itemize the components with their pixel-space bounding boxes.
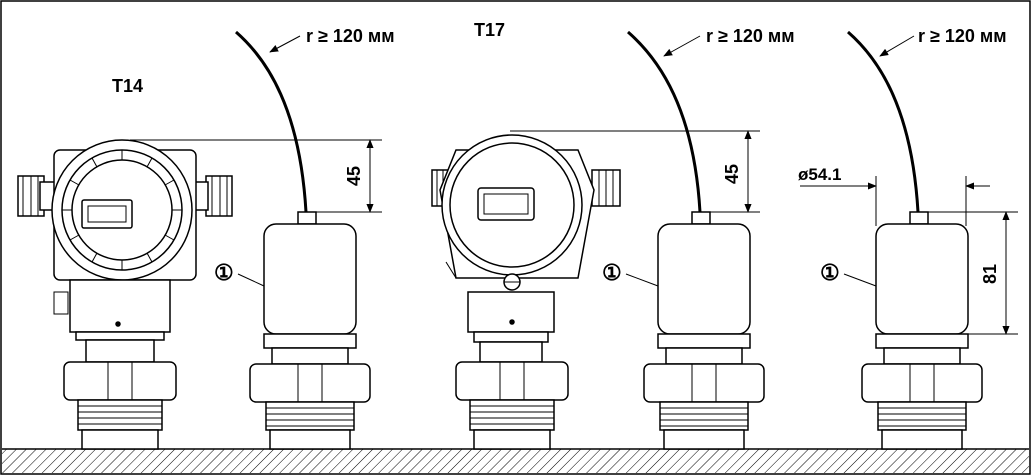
callout-1-label: ① <box>602 260 622 285</box>
t14-housing-icon <box>17 139 233 450</box>
remote-sensor-icon <box>235 30 371 450</box>
t17-housing-icon <box>431 134 621 450</box>
t17-label: T17 <box>474 20 505 40</box>
t14-label: T14 <box>112 76 143 96</box>
callout-1-label: ① <box>820 260 840 285</box>
diameter-label: ø54.1 <box>798 165 841 184</box>
callout-1-label: ① <box>214 260 234 285</box>
dimension-45-label: 45 <box>722 164 742 184</box>
remote-sensor-icon <box>627 30 765 450</box>
remote-sensor-icon <box>847 30 983 450</box>
dimension-45-label: 45 <box>344 166 364 186</box>
radius-label: r ≥ 120 мм <box>706 26 795 46</box>
dimension-lines <box>130 35 1018 335</box>
ground-hatch-icon <box>2 448 1029 473</box>
radius-label: r ≥ 120 мм <box>306 26 395 46</box>
dimension-81-label: 81 <box>980 264 1000 284</box>
radius-label: r ≥ 120 мм <box>918 26 1007 46</box>
